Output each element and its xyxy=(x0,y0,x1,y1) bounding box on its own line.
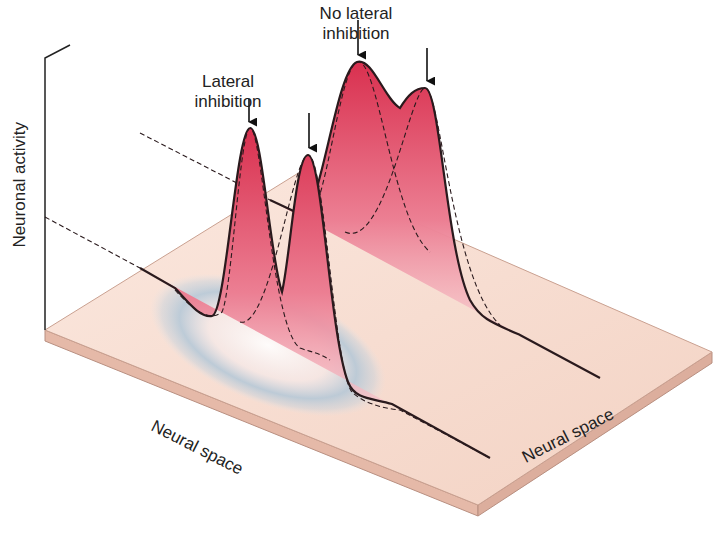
single-response xyxy=(240,155,490,458)
peak-label: No lateral inhibition xyxy=(300,4,412,43)
stimulus-arrow xyxy=(308,113,310,148)
baseline xyxy=(45,217,140,268)
axis-label: Neural space xyxy=(148,417,246,480)
stimulus-arrow xyxy=(426,48,428,81)
activity-profile xyxy=(140,128,490,458)
activity-profile xyxy=(140,128,490,458)
activity-axis xyxy=(45,45,70,330)
peak-label: Lateral inhibition xyxy=(182,72,274,111)
single-response xyxy=(345,88,500,325)
axis-label: Neuronal activity xyxy=(10,122,30,248)
single-response xyxy=(175,128,330,360)
